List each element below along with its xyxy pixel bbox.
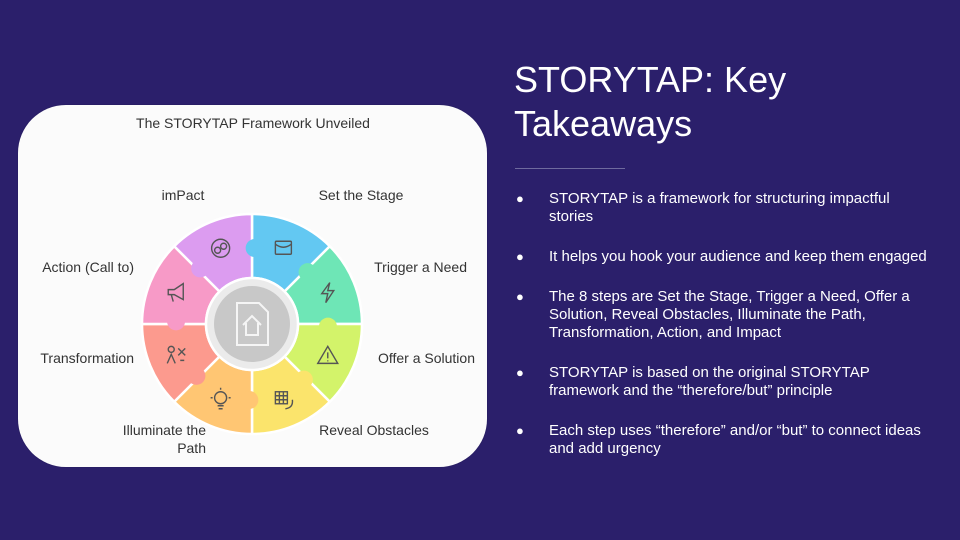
puzzle-knob [240, 390, 259, 409]
slide-title: STORYTAP: Key Takeaways [514, 59, 787, 144]
puzzle-knob [294, 370, 313, 389]
puzzle-knob [187, 366, 206, 385]
lightbulb-icon [210, 387, 231, 410]
impact-icon [210, 238, 231, 258]
puzzle-knob [167, 312, 186, 331]
bullet-item: ● STORYTAP is based on the original STORY… [514, 364, 934, 400]
document-home-icon [236, 302, 269, 346]
megaphone-icon [167, 282, 184, 302]
takeaways-list: ● STORYTAP is a framework for structuring… [514, 190, 934, 480]
title-divider [515, 168, 625, 169]
diagram-title: The STORYTAP Framework Unveiled [136, 115, 370, 131]
segment-label: imPact [162, 187, 205, 203]
grid-leaf-icon [274, 391, 294, 410]
segment-label: Path [177, 440, 206, 456]
bullet-marker: ● [516, 289, 524, 304]
segment-label: Reveal Obstacles [319, 422, 429, 438]
bullet-text: It helps you hook your audience and keep… [549, 248, 927, 265]
bullet-item: ● The 8 steps are Set the Stage, Trigger … [514, 288, 934, 342]
bullet-text: STORYTAP is based on the original STORYT… [549, 364, 870, 399]
bullet-marker: ● [516, 423, 524, 438]
framework-diagram-card: The STORYTAP Framework Unveiled Set the … [18, 105, 487, 467]
segment-label: Trigger a Need [374, 259, 467, 275]
bullet-marker: ● [516, 191, 524, 206]
framework-diagram: The STORYTAP Framework Unveiled Set the … [40, 115, 475, 456]
segment-label: Transformation [40, 350, 134, 366]
puzzle-knob [191, 259, 210, 278]
bullet-marker: ● [516, 249, 524, 264]
puzzle-wheel [140, 212, 364, 436]
bullet-item: ● It helps you hook your audience and kee… [514, 248, 934, 266]
segment-label: Set the Stage [319, 187, 404, 203]
puzzle-knob [318, 317, 337, 336]
segment-label: Action (Call to) [42, 259, 134, 275]
lightning-icon [320, 282, 336, 304]
bullet-marker: ● [516, 365, 524, 380]
segment-label: Illuminate the [123, 422, 206, 438]
transform-icon [166, 345, 186, 364]
bullet-text: The 8 steps are Set the Stage, Trigger a… [549, 288, 910, 341]
bullet-text: STORYTAP is a framework for structuring … [549, 190, 890, 225]
warning-icon [316, 344, 339, 365]
puzzle-knob [298, 263, 317, 282]
bullet-text: Each step uses “therefore” and/or “but” … [549, 422, 921, 457]
stage-icon [274, 240, 293, 255]
bullet-item: ● Each step uses “therefore” and/or “but”… [514, 422, 934, 458]
segment-label: Offer a Solution [378, 350, 475, 366]
puzzle-knob [245, 239, 264, 258]
bullet-item: ● STORYTAP is a framework for structuring… [514, 190, 934, 226]
center-hub [214, 286, 290, 362]
